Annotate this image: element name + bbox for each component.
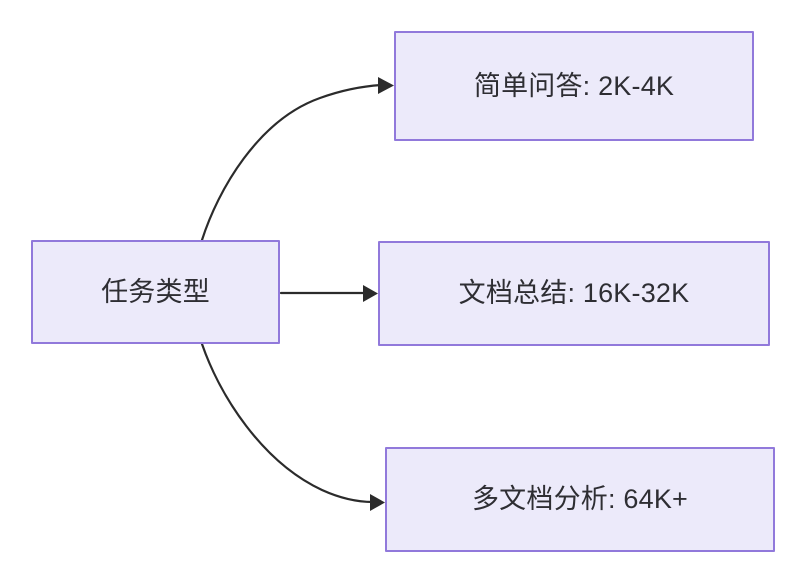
edge-root-to-doc-summary: [279, 285, 378, 302]
arrowhead-doc-summary: [363, 285, 378, 302]
edge-root-to-multi-doc: [200, 342, 385, 511]
node-doc-summary[interactable]: 文档总结: 16K-32K: [378, 241, 770, 346]
node-doc-summary-label: 文档总结: 16K-32K: [458, 278, 690, 309]
node-simple-qa-label: 简单问答: 2K-4K: [473, 70, 675, 101]
edge-path-curved-down: [200, 342, 375, 504]
edge-root-to-simple-qa: [200, 77, 394, 242]
arrowhead-multi-doc: [370, 494, 385, 511]
arrowhead-simple-qa: [378, 77, 394, 94]
node-task-type-label: 任务类型: [101, 276, 210, 307]
node-multi-doc-analysis[interactable]: 多文档分析: 64K+: [385, 447, 775, 552]
edge-path-curved-up: [200, 83, 383, 242]
node-task-type[interactable]: 任务类型: [31, 240, 280, 344]
node-simple-qa[interactable]: 简单问答: 2K-4K: [394, 31, 754, 141]
node-multi-doc-analysis-label: 多文档分析: 64K+: [471, 484, 688, 515]
